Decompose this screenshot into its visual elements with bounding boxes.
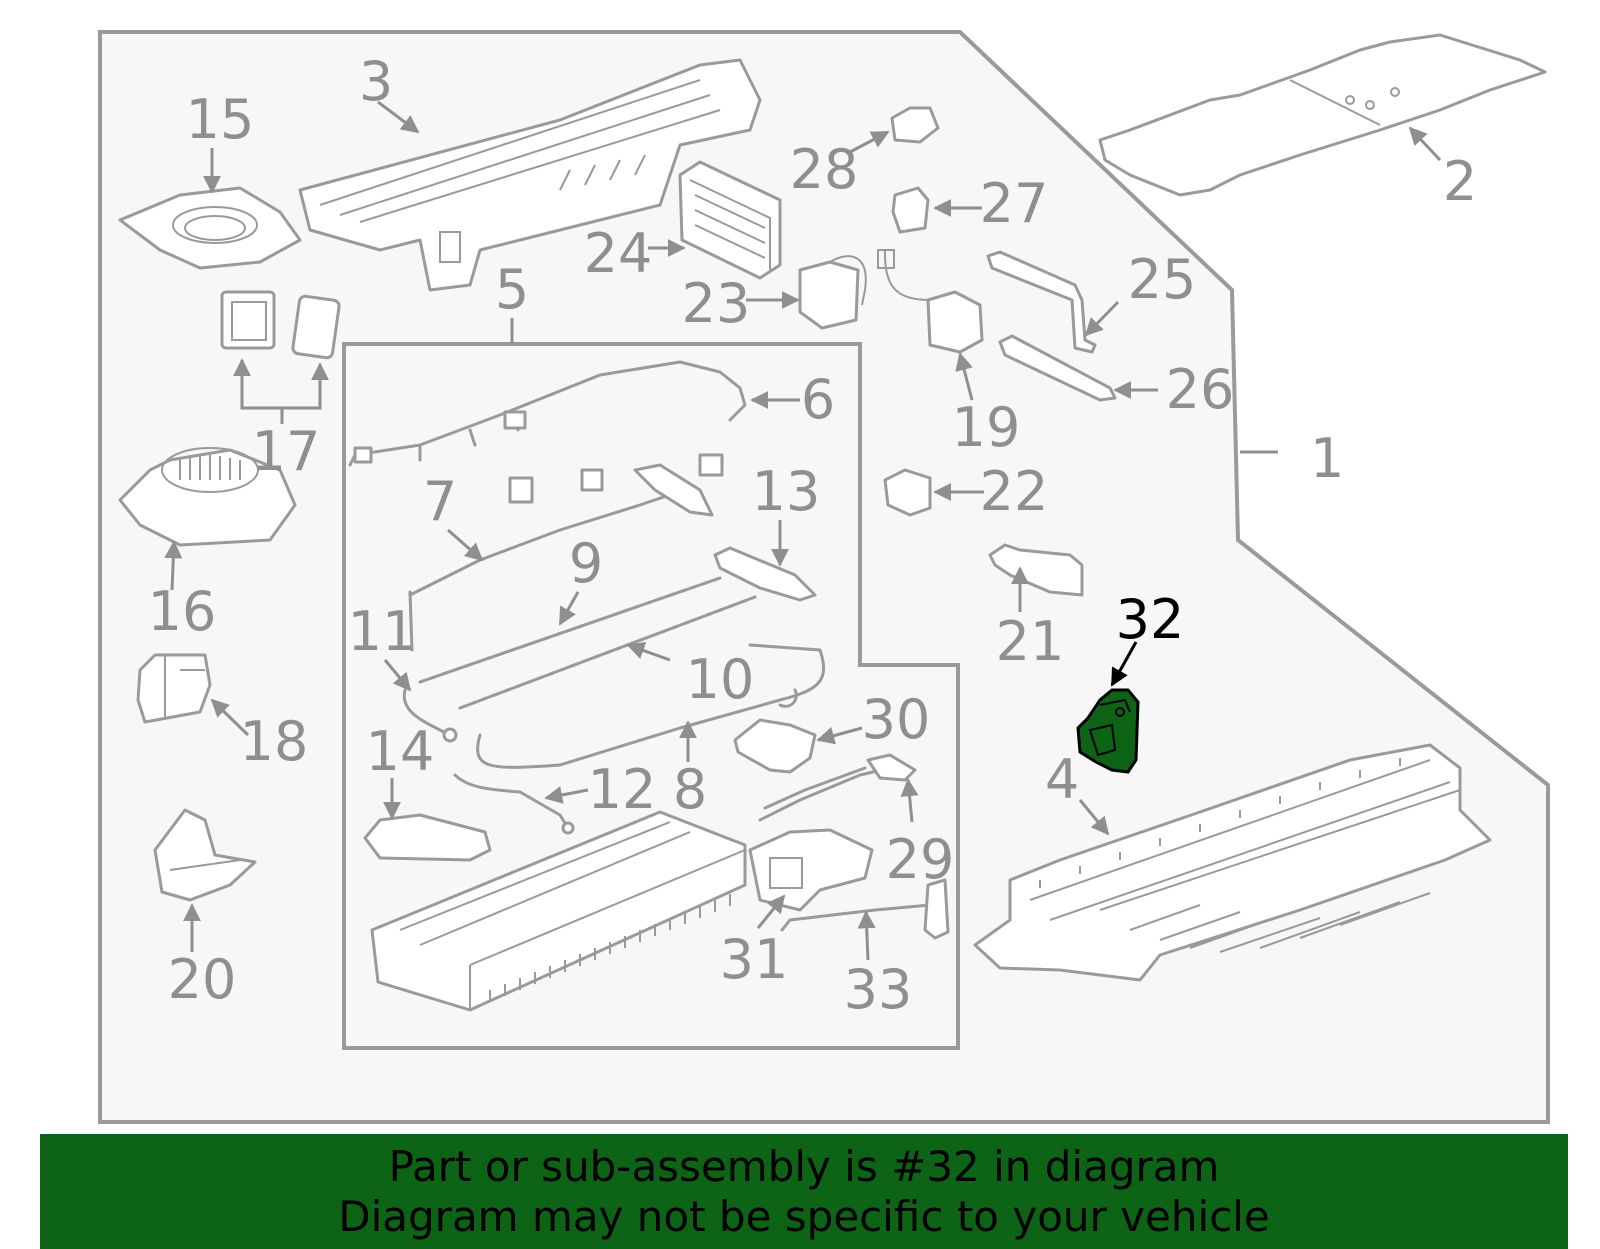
callout-26: 26 — [1166, 358, 1235, 421]
parts-diagram: 1 2 3 4 5 6 7 8 9 10 11 12 13 14 15 16 1… — [98, 30, 1550, 1124]
part-33-bracket — [780, 878, 950, 940]
callout-13: 13 — [752, 460, 821, 523]
part-9-busbar — [418, 576, 722, 684]
part-7-harness — [408, 453, 724, 652]
callout-7: 7 — [423, 470, 457, 533]
callout-3: 3 — [359, 50, 393, 113]
callout-23: 23 — [682, 272, 751, 335]
callout-11: 11 — [348, 600, 417, 663]
callout-4: 4 — [1045, 748, 1079, 811]
part-8-cable — [476, 643, 826, 769]
callout-19: 19 — [952, 396, 1021, 459]
part-4-tray — [973, 743, 1492, 982]
callout-33: 33 — [844, 958, 913, 1021]
part-29-harness — [758, 753, 917, 822]
callout-2: 2 — [1443, 150, 1477, 213]
callout-32-highlighted: 32 — [1116, 588, 1185, 651]
callout-28: 28 — [790, 138, 859, 201]
callout-18: 18 — [240, 710, 309, 773]
callout-24: 24 — [584, 222, 653, 285]
callout-12: 12 — [588, 758, 657, 821]
callout-leaders — [164, 100, 1442, 961]
banner-line-2: Diagram may not be specific to your vehi… — [338, 1191, 1270, 1241]
info-banner: Part or sub-assembly is #32 in diagram D… — [40, 1134, 1568, 1249]
part-24-module — [678, 160, 782, 280]
battery-stack — [370, 810, 747, 1012]
part-23-relay — [798, 255, 867, 330]
callout-8: 8 — [673, 758, 707, 821]
part-20-cover — [153, 808, 257, 902]
part-30-bracket — [733, 718, 817, 774]
part-22-connector — [883, 468, 932, 517]
callout-10: 10 — [686, 648, 755, 711]
callout-17: 17 — [252, 420, 321, 483]
callout-25: 25 — [1128, 248, 1197, 311]
part-16-blower — [118, 447, 297, 547]
banner-line-1: Part or sub-assembly is #32 in diagram — [388, 1141, 1220, 1191]
callout-22: 22 — [980, 460, 1049, 523]
callout-9: 9 — [569, 532, 603, 595]
callout-6: 6 — [801, 368, 835, 431]
callout-16: 16 — [148, 580, 217, 643]
part-19-junction — [877, 249, 984, 354]
part-13-bracket — [713, 546, 817, 602]
part-2-cover — [1098, 33, 1547, 197]
callout-20: 20 — [168, 948, 237, 1011]
part-25-bracket — [986, 250, 1097, 354]
part-28-clip — [890, 106, 940, 144]
part-27-sensor — [891, 186, 930, 234]
part-12-harness — [453, 773, 575, 835]
part-3-top-cover — [298, 58, 762, 292]
part-11-sensor — [402, 688, 458, 743]
callout-27: 27 — [980, 172, 1049, 235]
part-10-busbar — [458, 595, 757, 710]
part-15-duct — [118, 186, 302, 270]
callout-5: 5 — [495, 258, 529, 321]
part-6-harness — [348, 360, 747, 467]
callout-labels: 1 2 3 4 5 6 7 8 9 10 11 12 13 14 15 16 1… — [148, 50, 1478, 1021]
callout-31: 31 — [720, 928, 789, 991]
part-17-seals — [220, 290, 341, 360]
callout-29: 29 — [886, 828, 955, 891]
part-32-highlighted[interactable] — [1076, 688, 1140, 774]
part-21-terminal — [988, 543, 1084, 597]
callout-30: 30 — [862, 688, 931, 751]
part-18-bracket — [136, 653, 212, 724]
callout-21: 21 — [996, 610, 1065, 673]
callout-15: 15 — [186, 88, 255, 151]
callout-14: 14 — [366, 720, 435, 783]
callout-1: 1 — [1310, 427, 1344, 490]
